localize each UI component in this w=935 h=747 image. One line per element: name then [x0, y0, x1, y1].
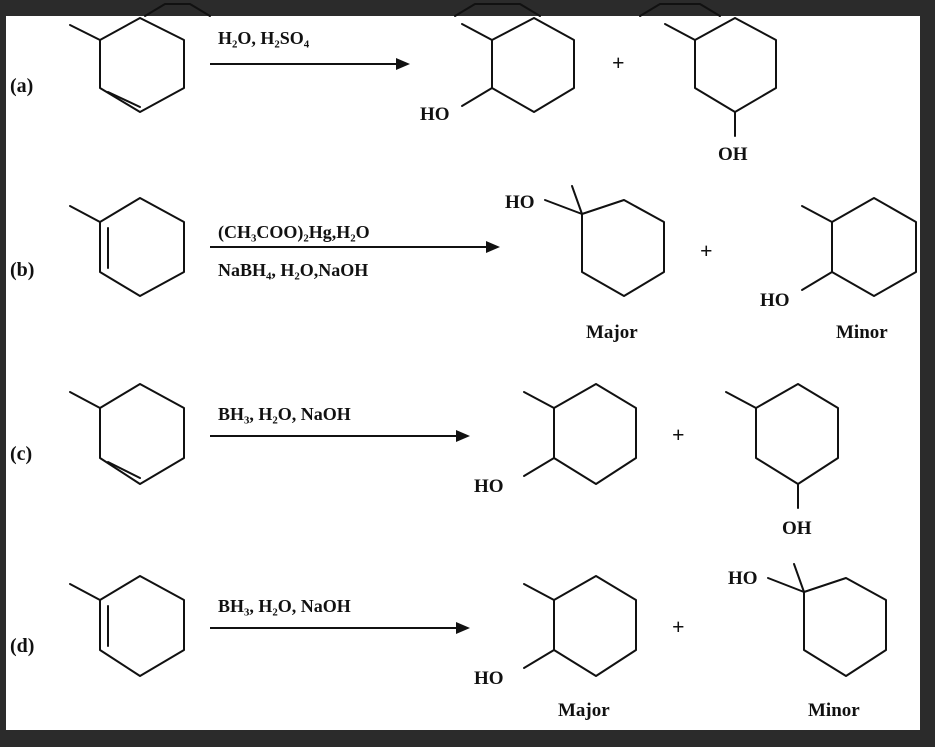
reagents-line1: BH₃, H₂O, NaOH	[218, 404, 351, 424]
plus-sign: +	[700, 238, 713, 263]
hydroxyl-label: OH	[718, 144, 748, 165]
reactant-3-methylcyclohexene	[69, 383, 185, 485]
product-1-methylcyclohexanol	[767, 563, 887, 677]
plus-sign: +	[612, 50, 625, 75]
product-3-methylcyclohexanol	[664, 17, 777, 137]
hydroxyl-label: OH	[782, 518, 812, 539]
reaction-d: (d) BH₃, H₂O, NaOH HO Major + HO Minor	[10, 563, 887, 721]
product-2-methylcyclohexanol	[801, 197, 917, 297]
minor-label: Minor	[836, 322, 888, 343]
major-label: Major	[558, 700, 610, 721]
reactant-1-methylcyclohexene	[69, 575, 185, 677]
reaction-label: (a)	[10, 75, 33, 97]
reaction-arrow	[210, 241, 500, 253]
product-2-methylcyclohexanol	[523, 575, 637, 677]
reaction-arrow	[210, 622, 470, 634]
product-3-methylcyclohexanol	[725, 383, 839, 509]
plus-sign: +	[672, 422, 685, 447]
reaction-label: (c)	[10, 443, 32, 465]
reaction-label: (b)	[10, 259, 34, 281]
reaction-arrow	[210, 58, 410, 70]
reactant-3-methylcyclohexene	[69, 17, 185, 113]
hydroxyl-label: HO	[420, 104, 450, 125]
reagents-line1: BH₃, H₂O, NaOH	[218, 596, 351, 616]
white-panel	[6, 16, 920, 730]
plus-sign: +	[672, 614, 685, 639]
reaction-b: (b) (CH₃COO)₂Hg,H₂O NaBH₄, H₂O,NaOH HO M…	[10, 185, 917, 343]
reaction-c: (c) BH₃, H₂O, NaOH HO + OH	[10, 383, 839, 539]
reaction-a: (a) H₂O, H₂SO₄ HO + OH	[10, 17, 777, 165]
reaction-arrow	[210, 430, 470, 442]
hydroxyl-label: HO	[728, 568, 758, 589]
cropped-top-structures	[144, 3, 721, 17]
product-1-methylcyclohexanol	[544, 185, 665, 297]
hydroxyl-label: HO	[760, 290, 790, 311]
hydroxyl-label: HO	[474, 476, 504, 497]
hydroxyl-label: HO	[505, 192, 535, 213]
reactant-1-methylcyclohexene	[69, 197, 185, 297]
major-label: Major	[586, 322, 638, 343]
reagents-line2: NaBH₄, H₂O,NaOH	[218, 260, 368, 280]
reaction-label: (d)	[10, 635, 34, 657]
hydroxyl-label: HO	[474, 668, 504, 689]
product-2-methylcyclohexanol	[523, 383, 637, 485]
reagents-line1: H₂O, H₂SO₄	[218, 28, 310, 48]
product-2-methylcyclohexanol	[461, 17, 575, 113]
reagents-line1: (CH₃COO)₂Hg,H₂O	[218, 222, 370, 243]
minor-label: Minor	[808, 700, 860, 721]
